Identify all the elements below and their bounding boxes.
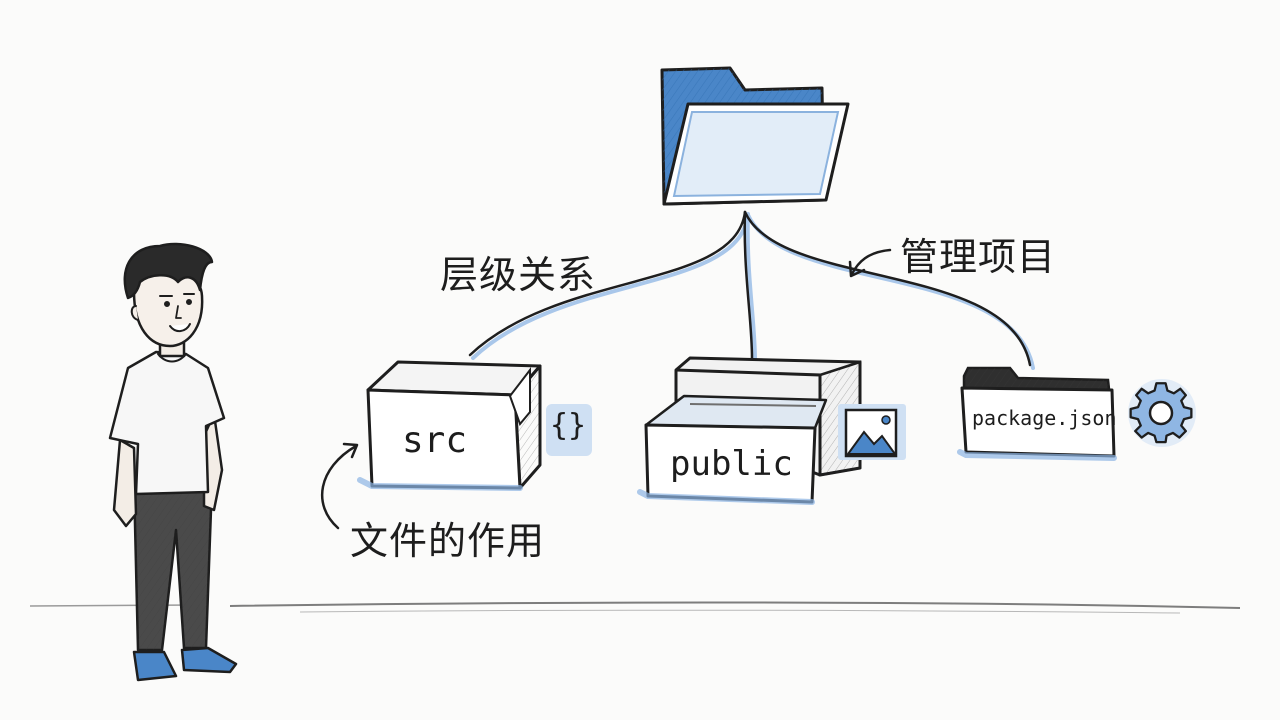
curly-braces-icon [546, 404, 592, 456]
connector-package [743, 210, 1032, 367]
connector-lines [468, 210, 1035, 370]
connector-src [468, 210, 747, 357]
src-box [357, 360, 542, 491]
arrow-manage-project [850, 248, 892, 276]
image-icon [838, 404, 906, 460]
annotation-hierarchy: 层级关系 [440, 253, 597, 297]
connector-public [743, 210, 754, 360]
annotation-file-role: 文件的作用 [350, 519, 546, 563]
package-json-label: package.json [972, 406, 1117, 430]
open-folder-icon [660, 66, 850, 206]
person-figure [108, 242, 238, 682]
right-shoe [180, 646, 238, 674]
public-label: public [670, 444, 793, 484]
left-shoe [132, 650, 178, 682]
annotation-manage-project: 管理项目 [900, 235, 1057, 279]
gear-icon [1128, 379, 1196, 447]
curly-braces-label: {} [550, 408, 587, 443]
package-folder [957, 366, 1117, 461]
arrow-file-role [321, 444, 358, 530]
ground-line [29, 601, 1241, 614]
src-label: src [402, 420, 468, 461]
